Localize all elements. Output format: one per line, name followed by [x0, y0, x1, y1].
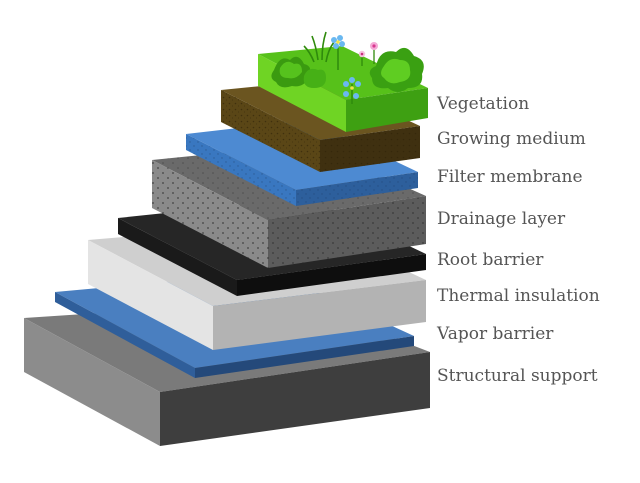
- label-drainage-layer: Drainage layer: [437, 209, 566, 229]
- label-structural-support: Structural support: [437, 366, 598, 386]
- grass-icon: [303, 31, 335, 63]
- shrub-icon: [369, 47, 424, 92]
- layer-filter-membrane: [186, 120, 418, 206]
- flower-icon: [370, 42, 378, 64]
- flower-icon: [331, 35, 345, 70]
- layer-vegetation: [258, 31, 428, 132]
- label-vapor-barrier: Vapor barrier: [437, 324, 554, 344]
- shrub-icon: [271, 56, 311, 88]
- shrub-icon: [303, 68, 326, 88]
- label-root-barrier: Root barrier: [437, 250, 544, 270]
- flower-icon: [358, 50, 366, 66]
- label-vegetation: Vegetation: [437, 94, 530, 114]
- label-thermal-insulation: Thermal insulation: [437, 286, 600, 306]
- flower-icon: [343, 77, 361, 104]
- label-filter-membrane: Filter membrane: [437, 167, 583, 187]
- label-growing-medium: Growing medium: [437, 129, 586, 149]
